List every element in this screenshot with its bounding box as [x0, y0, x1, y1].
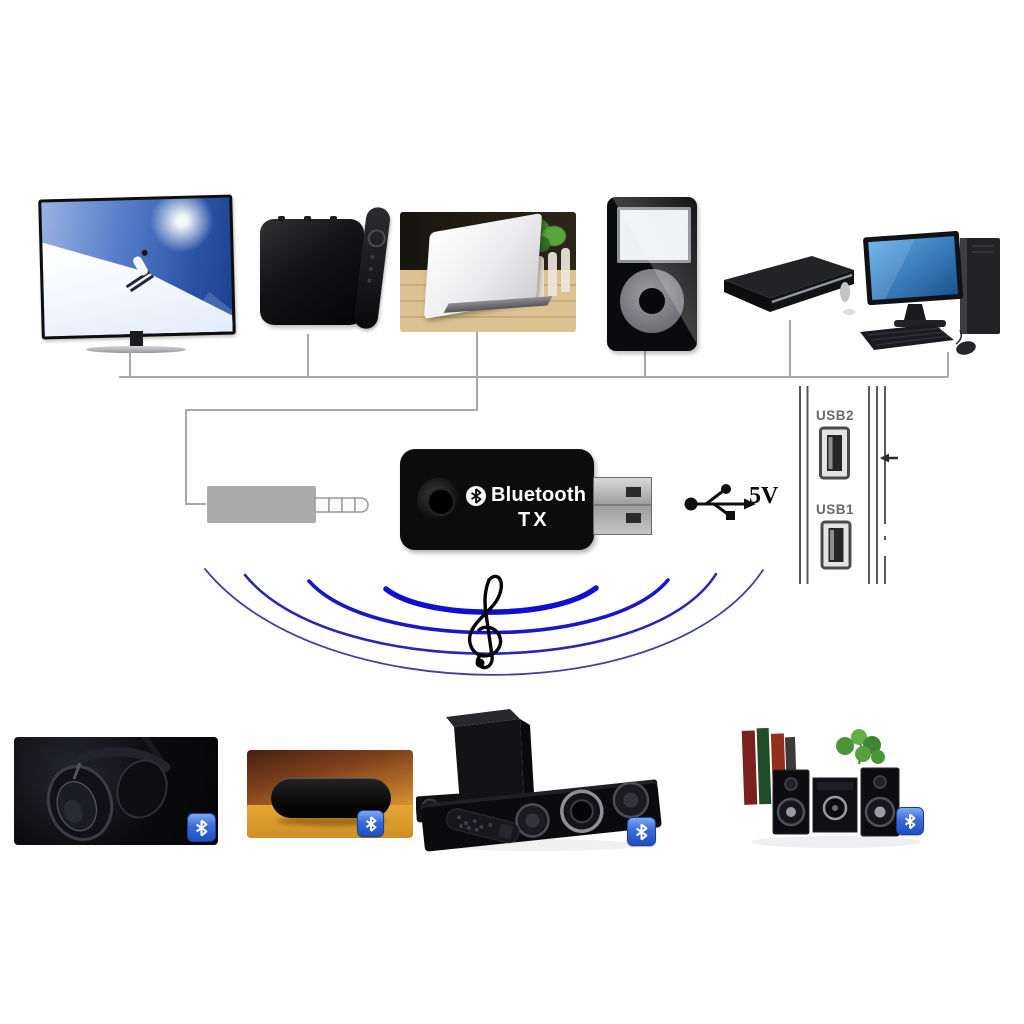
ipod-screen: [617, 207, 691, 263]
tv-icon: [38, 194, 236, 340]
fence: [561, 248, 570, 292]
stereo-system-icon: [741, 727, 921, 848]
arrow-left-icon: [880, 453, 889, 463]
source-device-tv-box: [258, 205, 392, 335]
usb1-port: [820, 520, 852, 570]
sink-device-home-theater: [416, 703, 664, 855]
aux-port: [417, 478, 461, 522]
subwoofer: [454, 719, 524, 805]
usb1-label: USB1: [816, 502, 854, 517]
source-device-ipod: [607, 197, 697, 351]
audio-jack-adapter-icon: [207, 486, 316, 523]
usb-connector: [593, 477, 652, 535]
sink-device-stereo-system: [733, 722, 968, 857]
usb-panel: USB2 USB1: [799, 386, 898, 584]
right-speaker: [860, 767, 900, 837]
headphones-icon: [14, 737, 218, 845]
panel-edge-lines: [799, 386, 886, 584]
tv-screen: [41, 197, 233, 337]
soundbar: [420, 779, 662, 852]
bluetooth-transmitter: Bluetooth TX: [400, 449, 594, 550]
pc-mouse: [956, 341, 976, 355]
audio-jack-tip: [314, 497, 369, 513]
bluetooth-badge-icon: [357, 810, 384, 837]
transmitter-mode-label: TX: [518, 509, 550, 531]
music-player-icon: [607, 197, 697, 351]
source-device-tv: [38, 194, 236, 357]
left-speaker: [772, 769, 810, 835]
bluetooth-badge-icon: [896, 807, 924, 835]
tv-stand-neck: [130, 331, 143, 347]
dvd-player-icon: [724, 256, 855, 315]
source-device-dvd-player: [718, 250, 860, 326]
source-device-laptop: [400, 212, 576, 332]
click-wheel: [620, 269, 684, 333]
speaker-icon: [247, 750, 413, 838]
pc-tower: [960, 238, 1000, 334]
sink-device-portable-speaker: [247, 750, 413, 838]
tv-stand-base: [86, 346, 186, 353]
usb-trident-icon: 5V: [684, 483, 779, 520]
home-theater-icon: [416, 709, 662, 852]
pc-monitor: [863, 231, 964, 306]
source-device-desktop-computer: [860, 224, 1014, 368]
usb2-port: [819, 426, 850, 480]
treble-clef-icon: [467, 574, 504, 670]
bluetooth-icon: [466, 485, 486, 506]
transmitter-brand-label: Bluetooth: [491, 484, 587, 506]
stereo-main-unit: [812, 777, 858, 833]
skier: [116, 248, 162, 295]
bluetooth-badge-icon: [187, 813, 216, 842]
desktop-computer-icon: [860, 231, 1000, 355]
usb2-label: USB2: [816, 408, 854, 423]
signal-waves-icon: [204, 568, 764, 676]
plant: [836, 729, 885, 765]
bluetooth-badge-icon: [627, 817, 656, 846]
remote-control-icon: [446, 808, 520, 844]
power-voltage-label: 5V: [749, 483, 779, 509]
laptop-icon: [400, 212, 576, 332]
tv-box-icon: [260, 216, 364, 325]
sink-device-headphones: [14, 737, 218, 845]
